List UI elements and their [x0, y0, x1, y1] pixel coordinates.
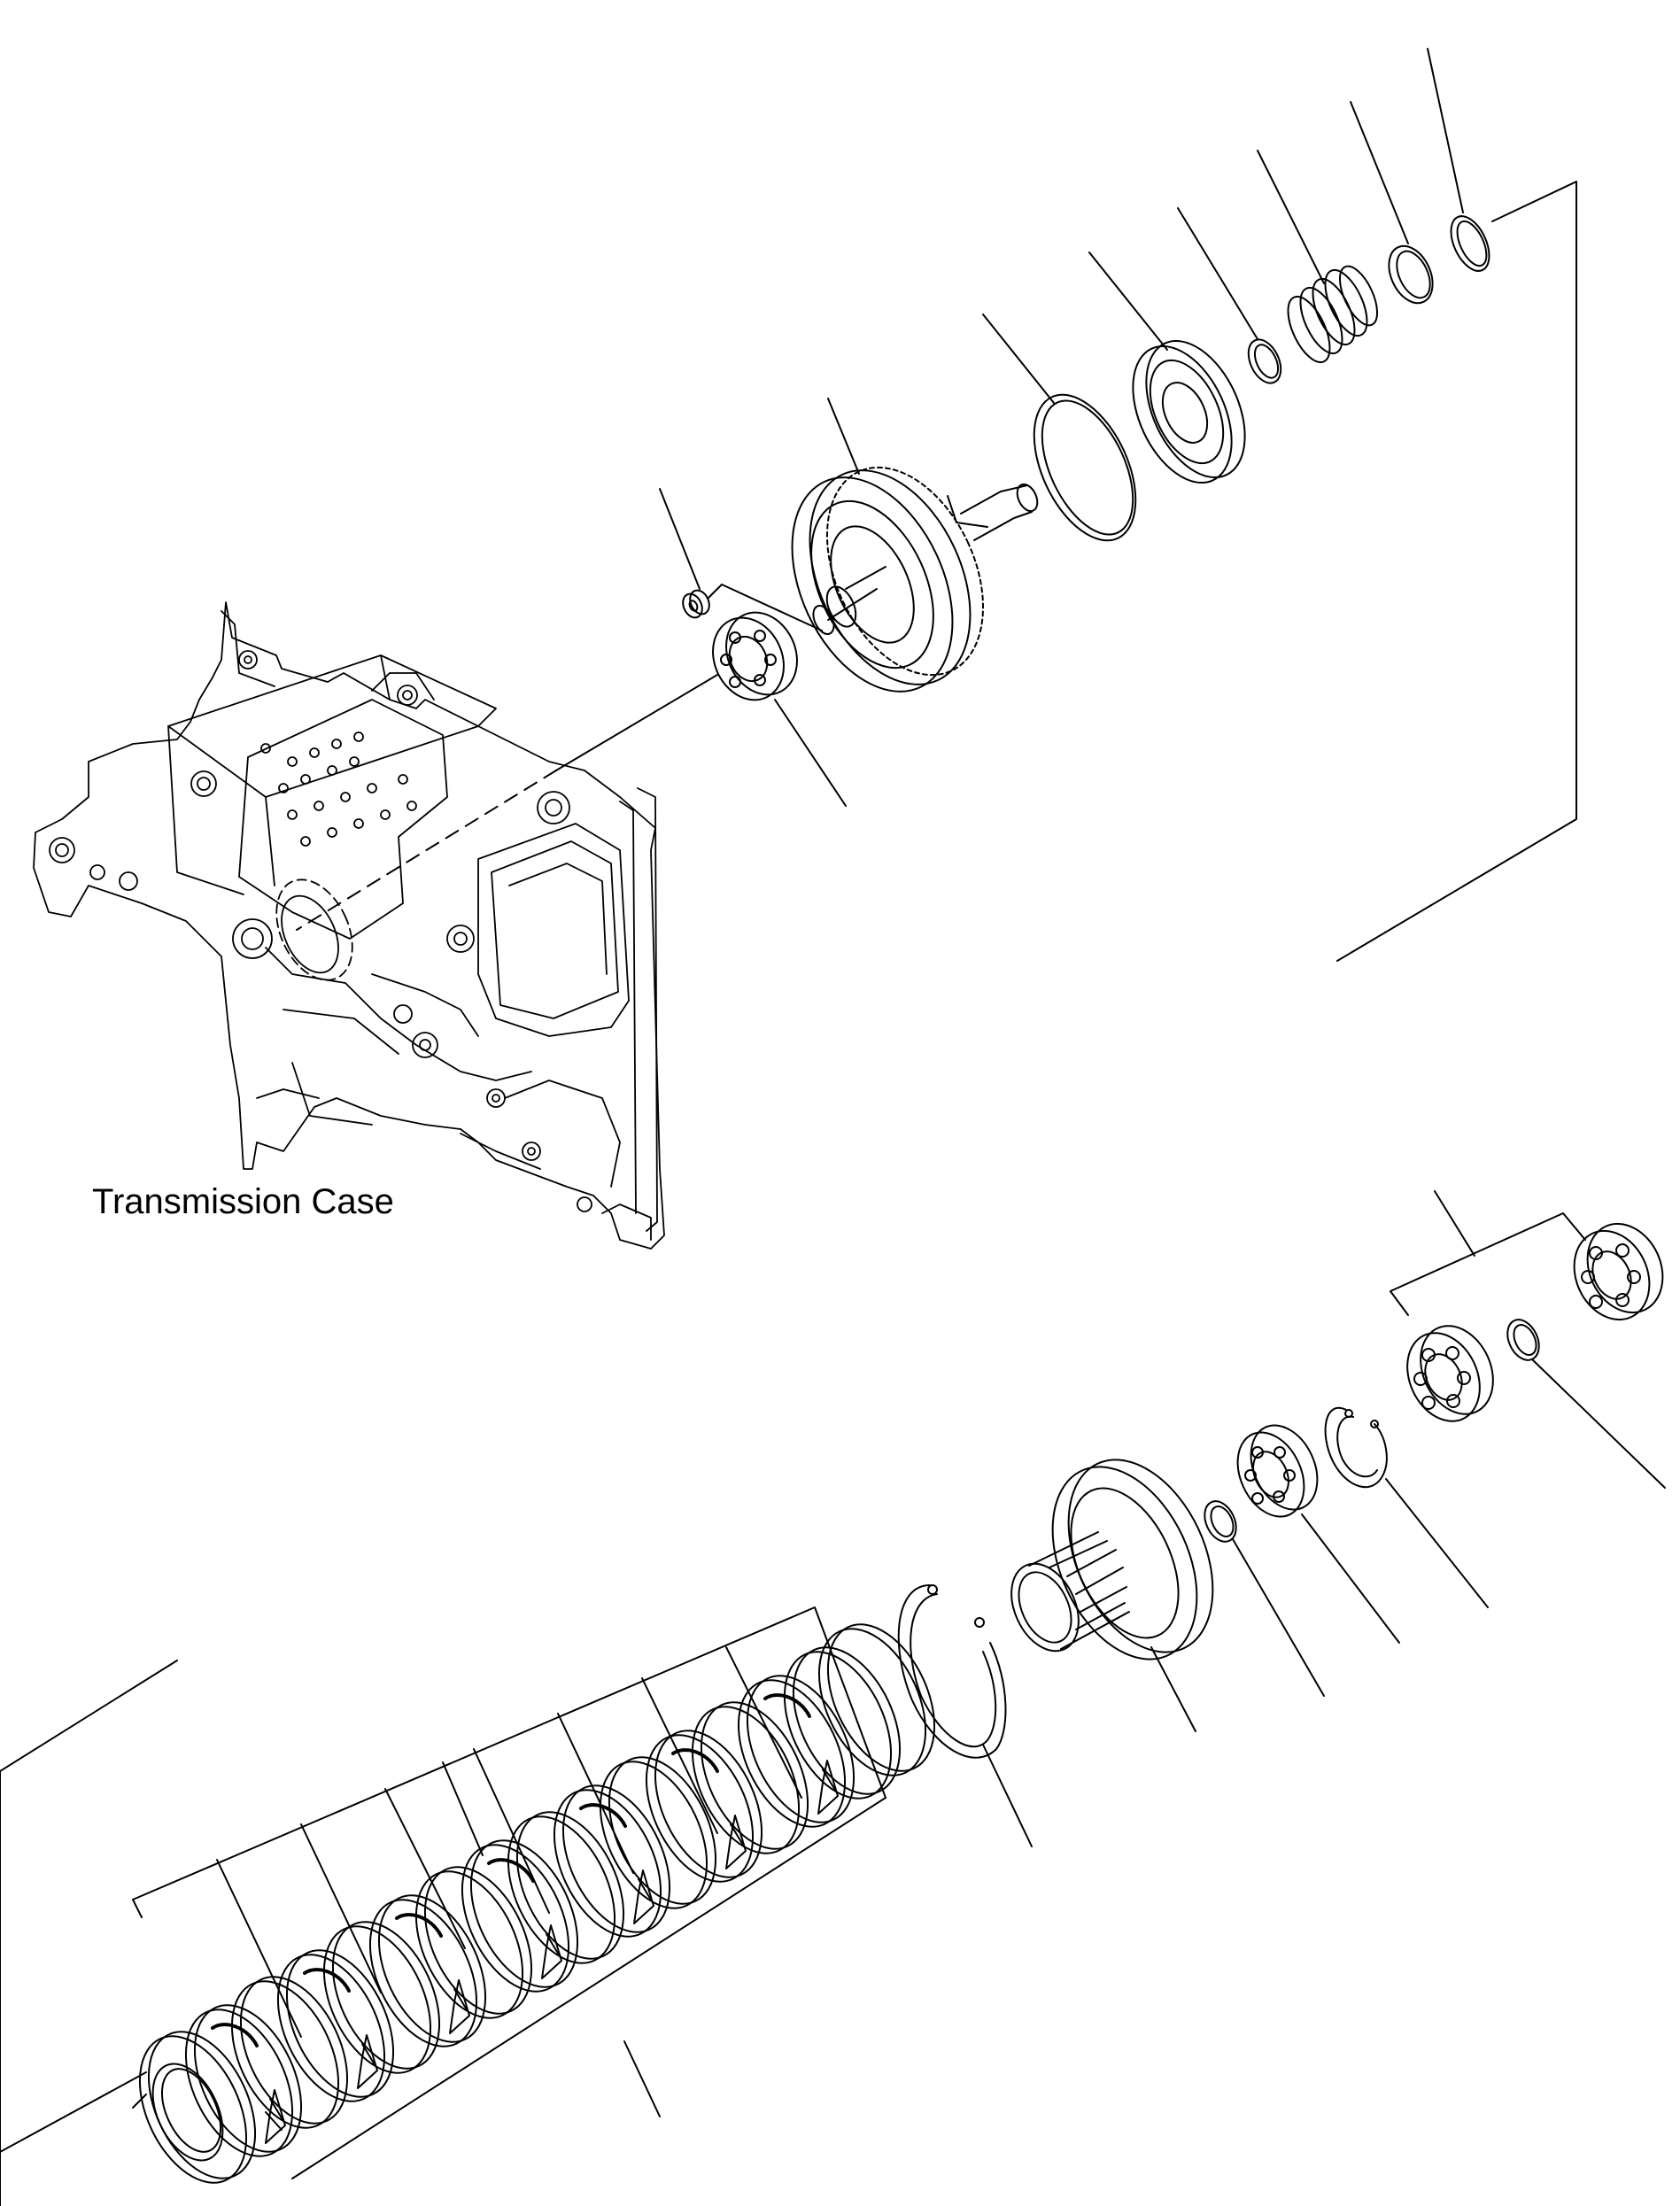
separator-plate-6 [599, 1756, 717, 1909]
separator-plate-8 [783, 1646, 902, 1800]
bearing-pair-bracket [1390, 1190, 1586, 1316]
separator-plate-4 [414, 1866, 533, 2019]
seal-ring-large [982, 313, 1137, 542]
transmission-case-label: Transmission Case [92, 1182, 394, 1221]
snap-ring-2 [1350, 101, 1434, 305]
separator-plate-5 [507, 1811, 625, 1964]
coil-spring [1257, 150, 1379, 364]
circlip-large [897, 1584, 1033, 1847]
friction-plate-6 [645, 1730, 763, 1883]
circlip-small [1324, 1406, 1489, 1608]
snap-ring-1 [1427, 48, 1490, 272]
separator-plate-7 [691, 1701, 809, 1854]
roller-bearing [1236, 1424, 1400, 1644]
friction-plate-2 [276, 1949, 395, 2102]
friction-plate-3 [368, 1894, 487, 2047]
friction-plate-4 [461, 1839, 579, 1993]
ball-bearing-upper [712, 611, 847, 807]
friction-plate-7 [737, 1675, 855, 1828]
upper-group-bracket [1336, 181, 1577, 962]
clutch-pack [0, 1606, 886, 2206]
o-ring-small [1177, 207, 1282, 384]
thrust-washer [1204, 1500, 1325, 1697]
clutch-drum [791, 398, 1039, 693]
separator-plate-2 [230, 1976, 349, 2129]
splined-gear-hub [1010, 1459, 1214, 1732]
friction-plate-5 [553, 1784, 671, 1938]
separator-plate-3 [322, 1921, 441, 2074]
separator-plate-1 [138, 2031, 257, 2184]
clutch-plates [138, 1623, 936, 2184]
end-plate [817, 1623, 936, 1776]
ball-bearing-inner [1406, 1325, 1494, 1422]
friction-plate-1 [184, 2004, 303, 2157]
clutch-piston [1088, 252, 1246, 484]
ball-bearing-outer [1573, 1222, 1664, 1321]
transmission-case [33, 601, 665, 1250]
snap-ring-3 [1506, 1319, 1666, 1489]
bushing [659, 488, 823, 631]
